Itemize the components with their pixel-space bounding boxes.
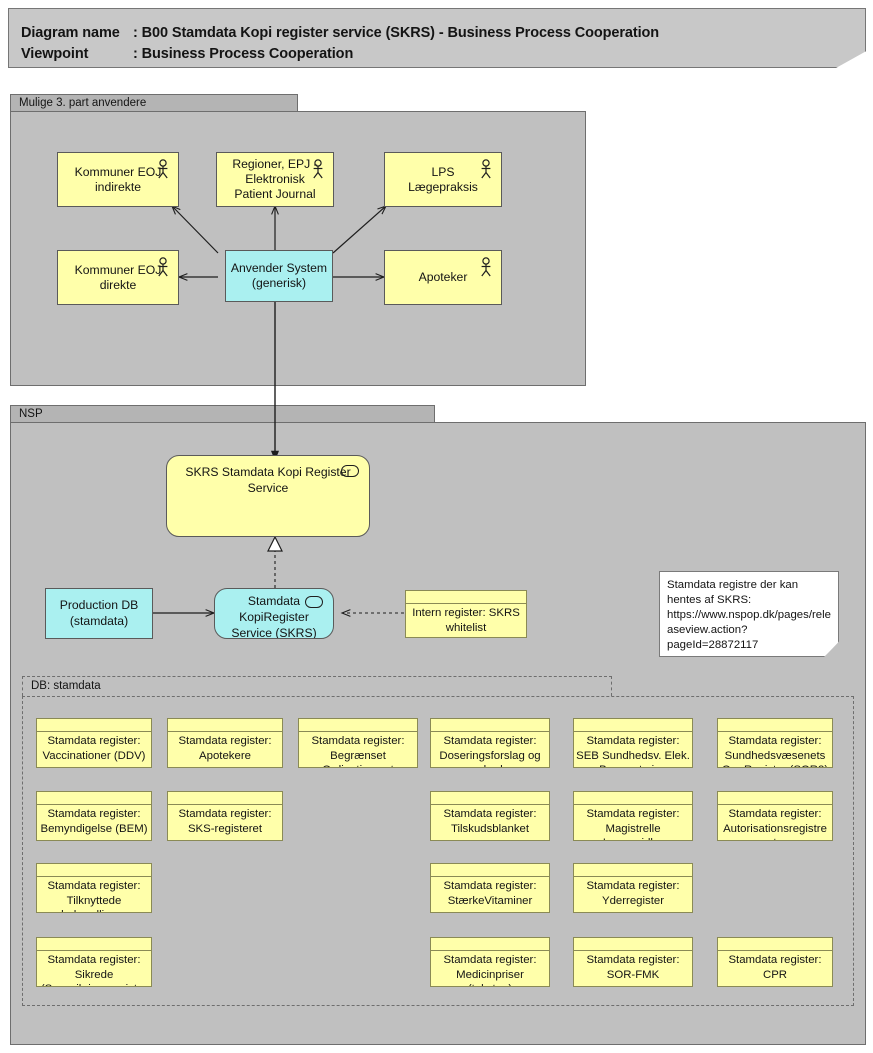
actor-icon — [481, 257, 491, 277]
register-band — [37, 938, 151, 951]
actor-regioner-epj[interactable]: Regioner, EPJ - Elektronisk Patient Jour… — [216, 152, 334, 207]
service-label: SKRS Stamdata Kopi Register Service — [185, 465, 351, 495]
register-card-yderregister[interactable]: Stamdata register: Yderregister — [573, 863, 693, 913]
register-card-doseringsforslag-og-enheder[interactable]: Stamdata register: Doseringsforslag og -… — [430, 718, 550, 768]
actor-label: Regioner, EPJ - Elektronisk Patient Jour… — [232, 157, 318, 201]
component-production-db[interactable]: Production DB (stamdata) — [45, 588, 153, 639]
register-label: Stamdata register: Tilknyttede behandlin… — [47, 880, 141, 912]
register-card-medicinpriser-taksten[interactable]: Stamdata register: Medicinpriser (takste… — [430, 937, 550, 987]
actor-kommuner-eoj-indirekte[interactable]: Kommuner EOJ indirekte — [57, 152, 179, 207]
actor-icon — [158, 159, 168, 179]
viewpoint-line: Viewpoint : Business Process Cooperation — [21, 46, 353, 62]
register-card-sks-registeret[interactable]: Stamdata register: SKS-registeret — [167, 791, 283, 841]
diagram-name-value: : B00 Stamdata Kopi register service (SK… — [133, 25, 660, 41]
actor-icon — [158, 257, 168, 277]
register-label: Stamdata register: Doseringsforslag og -… — [439, 735, 541, 767]
register-label: Stamdata register: CPR — [728, 954, 822, 981]
register-card-cpr[interactable]: Stamdata register: CPR — [717, 937, 833, 987]
actor-lps-laegepraksis[interactable]: LPS Lægepraksis — [384, 152, 502, 207]
register-card-sikrede-sygesikringsregistret[interactable]: Stamdata register: Sikrede (Sygesikrings… — [36, 937, 152, 987]
register-band — [431, 719, 549, 732]
register-label: Stamdata register: Apotekere — [178, 735, 272, 762]
register-band — [574, 938, 692, 951]
register-label: Stamdata register: Yderregister — [586, 880, 680, 907]
register-band — [299, 719, 417, 732]
actor-kommuner-eoj-direkte[interactable]: Kommuner EOJ direkte — [57, 250, 179, 305]
register-band — [168, 792, 282, 805]
register-band — [431, 938, 549, 951]
component-anvender-system[interactable]: Anvender System (generisk) — [225, 250, 333, 302]
register-band — [37, 719, 151, 732]
register-label: Stamdata register: Medicinpriser (takste… — [443, 954, 537, 986]
register-band — [718, 938, 832, 951]
register-band — [406, 591, 526, 604]
register-band — [574, 792, 692, 805]
actor-icon — [313, 159, 323, 179]
register-card-sor-fmk[interactable]: Stamdata register: SOR-FMK — [573, 937, 693, 987]
internal-register-skrs-whitelist[interactable]: Intern register: SKRS whitelist — [405, 590, 527, 638]
actor-label: Kommuner EOJ indirekte — [74, 164, 162, 194]
service-rounded-icon — [341, 465, 359, 477]
component-label: Production DB (stamdata) — [59, 598, 139, 628]
group-db-stamdata-body — [22, 696, 854, 1006]
register-card-begraenset-ordinationsret[interactable]: Stamdata register: Begrænset Ordinations… — [298, 718, 418, 768]
register-band — [168, 719, 282, 732]
register-label: Stamdata register: StærkeVitaminer — [443, 880, 537, 907]
register-band — [718, 792, 832, 805]
group-nsp-tab: NSP — [10, 405, 435, 423]
register-band — [718, 719, 832, 732]
register-label: Stamdata register: Sikrede (Sygesikrings… — [41, 954, 147, 986]
group-third-party-users-tab: Mulige 3. part anvendere — [10, 94, 298, 112]
service-rounded-icon — [305, 596, 323, 608]
register-band — [37, 792, 151, 805]
register-label: Stamdata register: Magistrelle Lægemidle… — [586, 808, 680, 840]
register-card-tilknyttede-behandlinger[interactable]: Stamdata register: Tilknyttede behandlin… — [36, 863, 152, 913]
note-skrs-registry-link[interactable]: Stamdata registre der kan hentes af SKRS… — [659, 571, 839, 657]
diagram-name-line: Diagram name : B00 Stamdata Kopi register… — [21, 25, 659, 41]
diagram-title-block: Diagram name : B00 Stamdata Kopi register… — [8, 8, 866, 68]
register-card-autorisationsregisteret[interactable]: Stamdata register: Autorisationsregistre… — [717, 791, 833, 841]
register-label: Stamdata register: Vaccinationer (DDV) — [42, 735, 146, 762]
register-label: Stamdata register: Tilskudsblanket — [443, 808, 537, 835]
register-label: Stamdata register: Sundhedsvæsenets Org … — [722, 735, 828, 767]
register-label: Stamdata register: Autorisationsregistre… — [723, 808, 827, 840]
register-label: Stamdata register: SKS-registeret — [178, 808, 272, 835]
actor-label: Apoteker — [418, 270, 468, 284]
actor-icon — [481, 159, 491, 179]
register-card-apotekere[interactable]: Stamdata register: Apotekere — [167, 718, 283, 768]
register-card-sundhedsvaesenets-org-register-sor2[interactable]: Stamdata register: Sundhedsvæsenets Org … — [717, 718, 833, 768]
group-db-stamdata-tab: DB: stamdata — [22, 676, 612, 696]
viewpoint-value: : Business Process Cooperation — [133, 46, 354, 62]
register-card-magistrelle-laegemidler[interactable]: Stamdata register: Magistrelle Lægemidle… — [573, 791, 693, 841]
internal-register-label: Intern register: SKRS whitelist — [412, 607, 520, 634]
register-band — [37, 864, 151, 877]
register-card-seb-sundhedsv-elek-brugerstyring[interactable]: Stamdata register: SEB Sundhedsv. Elek. … — [573, 718, 693, 768]
diagram-name-label: Diagram name — [21, 25, 120, 41]
actor-label: LPS Lægepraksis — [408, 164, 478, 194]
register-band — [431, 792, 549, 805]
register-label: Stamdata register: SOR-FMK — [586, 954, 680, 981]
register-band — [574, 719, 692, 732]
actor-label: Kommuner EOJ direkte — [74, 262, 162, 292]
note-text: Stamdata registre der kan hentes af SKRS… — [667, 579, 831, 651]
register-card-staerkevitaminer[interactable]: Stamdata register: StærkeVitaminer — [430, 863, 550, 913]
register-label: Stamdata register: SEB Sundhedsv. Elek. … — [576, 735, 690, 767]
service-skrs-stamdata-kopi-register[interactable]: SKRS Stamdata Kopi Register Service — [166, 455, 370, 537]
register-card-vaccinationer-ddv[interactable]: Stamdata register: Vaccinationer (DDV) — [36, 718, 152, 768]
register-label: Stamdata register: Begrænset Ordinations… — [311, 735, 405, 767]
actor-apoteker[interactable]: Apoteker — [384, 250, 502, 305]
register-label: Stamdata register: Bemyndigelse (BEM) — [40, 808, 148, 835]
register-card-tilskudsblanket[interactable]: Stamdata register: Tilskudsblanket — [430, 791, 550, 841]
service-stamdata-kopiregister-skrs[interactable]: Stamdata KopiRegister Service (SKRS) — [214, 588, 334, 639]
service-label: Stamdata KopiRegister Service (SKRS) — [231, 594, 317, 639]
register-band — [574, 864, 692, 877]
register-card-bemyndigelse-bem[interactable]: Stamdata register: Bemyndigelse (BEM) — [36, 791, 152, 841]
group-third-party-users: Mulige 3. part anvendere — [10, 94, 586, 386]
register-band — [431, 864, 549, 877]
viewpoint-label: Viewpoint — [21, 46, 89, 62]
component-label: Anvender System (generisk) — [230, 260, 328, 291]
